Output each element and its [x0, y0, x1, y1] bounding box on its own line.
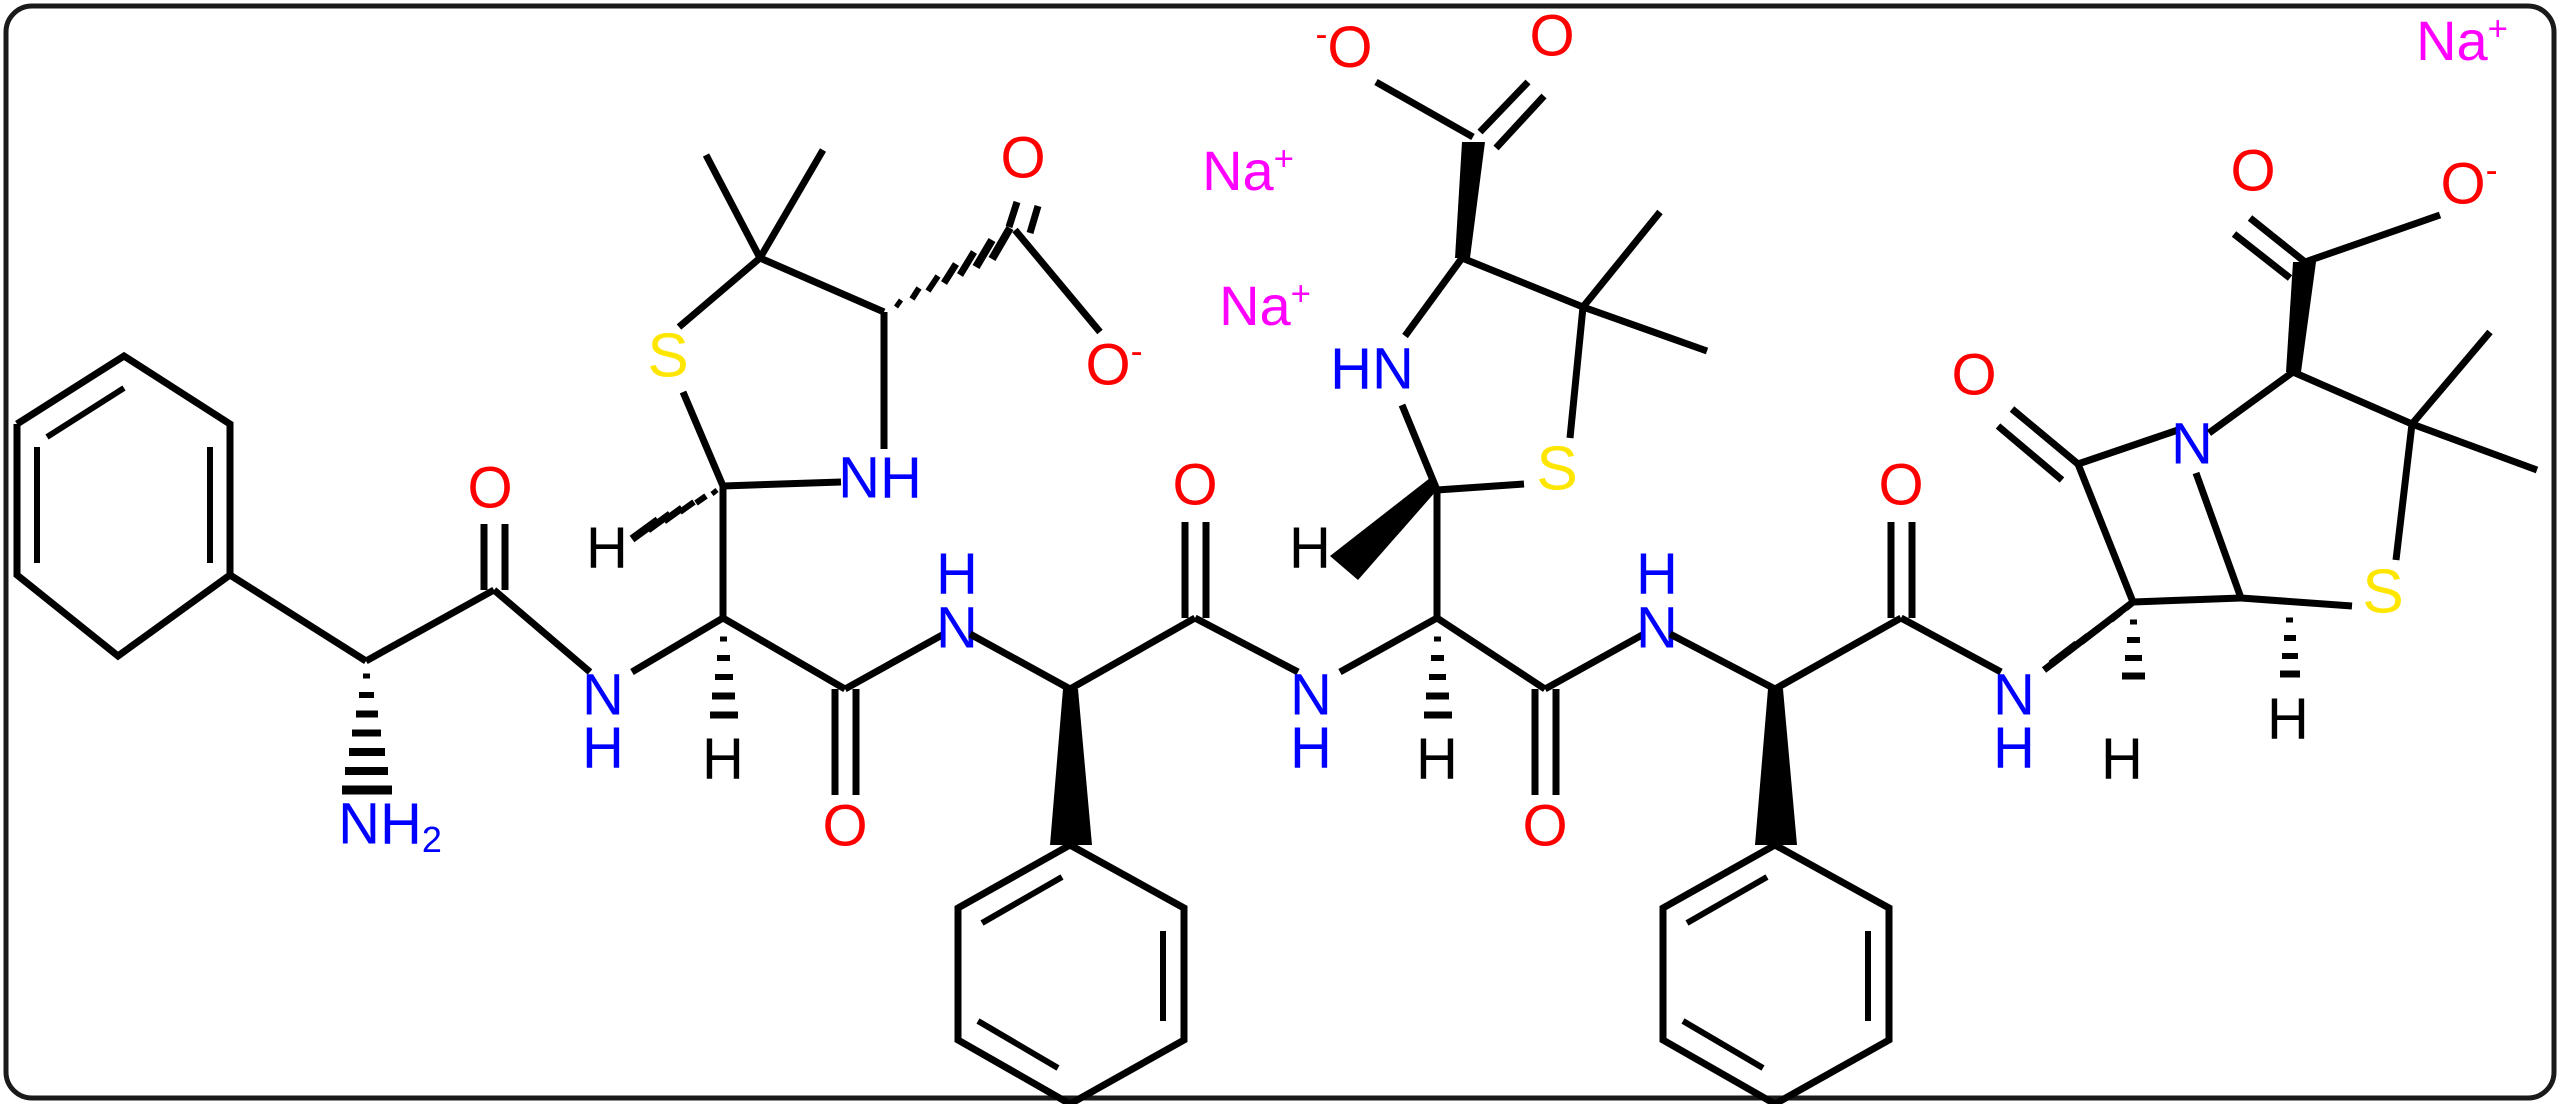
bond-c4-to-carbonyl4 — [1435, 615, 1547, 692]
bond-methyl-2b — [1581, 303, 1709, 355]
bond-c-to-o-minus-2 — [1374, 78, 1475, 141]
bond-n2-to-alphac2 — [968, 630, 1072, 693]
atom-label-n-betalactam: N — [2171, 411, 2213, 476]
bond-carbonyl2-to-n2 — [843, 630, 946, 693]
atom-label-o-carboxylate-2: -O — [1315, 13, 1372, 81]
atom-label-h-stereo-4: H — [1416, 726, 1458, 791]
atom-label-h-stereo-2: H — [702, 726, 744, 791]
double-bond-carbonyl-4 — [1531, 689, 1560, 795]
bond-n1-to-c2 — [630, 614, 725, 676]
bold-wedge-carboxylate-2 — [1455, 142, 1485, 258]
double-bond-betalactam-carbonyl — [1995, 406, 2081, 483]
bond-methyl-2a — [1580, 209, 1663, 310]
bond-c2-to-carbonyl2 — [721, 614, 847, 693]
bond-carbonyl4-to-n4 — [1543, 630, 1646, 693]
bond-alphac2-to-carbonyl3 — [1068, 614, 1197, 693]
counter-ion-na-top-right: Na+ — [2416, 9, 2508, 72]
bond-n4-to-alphac3 — [1668, 630, 1777, 693]
hashed-wedge-h-6 — [2122, 619, 2145, 680]
atom-label-o-amide-5: O — [1878, 452, 1923, 517]
penam-thiazolidine-ring — [2206, 368, 2416, 610]
atom-label-s-thiazolidine-1: S — [647, 321, 688, 390]
double-bond-carboxylate-1 — [1005, 200, 1042, 234]
atom-label-n-amide-2: N — [936, 595, 978, 660]
hashed-wedge-h-4 — [1424, 636, 1452, 719]
atom-label-o-carbonyl-1: O — [1000, 125, 1045, 190]
atom-label-hn-thiazolidine-2: HN — [1330, 336, 1414, 401]
hashed-wedge-h-penam — [2280, 617, 2300, 678]
bond-methyl-3a — [2409, 329, 2493, 427]
atom-label-h-amide-5: H — [1993, 715, 2035, 780]
double-bond-carbonyl-1 — [480, 524, 509, 590]
atom-label-nh-thiazolidine-1: NH — [838, 445, 922, 510]
bond-n5-to-c6 — [2041, 599, 2136, 673]
atom-label-h-stereo-1: H — [586, 515, 628, 580]
double-bond-carboxylate-2 — [1477, 79, 1547, 151]
atom-label-n-amide-4: N — [1636, 595, 1678, 660]
thiazolidine-ring-1 — [676, 254, 888, 490]
hashed-wedge-h-1 — [710, 636, 738, 719]
bond-alphac3-to-carbonyl5 — [1773, 614, 1903, 693]
counter-ion-na-mid-lower: Na+ — [1219, 274, 1311, 337]
atom-label-h-stereo-3: H — [1289, 515, 1331, 580]
bond-c-to-o-minus-3 — [2303, 211, 2442, 266]
bond-phenyl-to-alpha-c1 — [228, 572, 368, 664]
double-bond-carbonyl-3 — [1181, 522, 1210, 618]
beta-lactam-ring — [2074, 426, 2245, 606]
bond-n3-to-c4 — [1338, 614, 1439, 676]
atom-label-h-amide-4: H — [1636, 541, 1678, 606]
bond-methyl-1a — [702, 153, 764, 260]
bond-c-to-o-minus-1 — [1012, 227, 1103, 335]
hashed-wedge-nh2 — [342, 673, 392, 795]
bold-wedge-phenyl-right — [1755, 689, 1797, 845]
atom-label-o-amide-4: O — [1522, 793, 1567, 858]
hashed-wedge-carboxylate-1 — [893, 225, 1014, 309]
atom-label-o-carbonyl-2: O — [1529, 3, 1574, 68]
atom-label-o-carbonyl-3: O — [2230, 138, 2275, 203]
bond-carbonyl5-to-n5 — [1899, 614, 2003, 676]
bond-alphac1-to-carbonyl1 — [364, 586, 496, 665]
atom-label-o-amide-1: O — [467, 455, 512, 520]
atom-label-h-amide-2: H — [936, 541, 978, 606]
double-bond-carbonyl-5 — [1887, 522, 1916, 618]
atom-label-n-amide-5: N — [1993, 662, 2035, 727]
bond-carbonyl3-to-n3 — [1193, 614, 1300, 676]
atom-label-nh2: NH2 — [338, 791, 442, 859]
atom-label-s-penam: S — [2362, 557, 2403, 626]
atom-label-o-amide-3: O — [1172, 452, 1217, 517]
atom-label-s-thiazolidine-2: S — [1536, 434, 1577, 503]
atom-label-o-carboxylate-3: O- — [2440, 149, 2497, 217]
double-bond-carboxylate-3 — [2231, 215, 2308, 281]
phenyl-ring-mid — [954, 841, 1188, 1104]
atom-label-o-carboxylate-1: O- — [1085, 330, 1142, 398]
phenyl-ring-left — [13, 351, 234, 661]
atom-label-o-betalactam: O — [1951, 342, 1996, 407]
phenyl-ring-right — [1659, 841, 1893, 1104]
atom-label-h-amide-3: H — [1290, 715, 1332, 780]
diagram-border — [3, 3, 2557, 1101]
bond-carbonyl1-to-n1 — [491, 587, 593, 675]
atom-label-n-amide-1: N — [582, 662, 624, 727]
atom-label-o-amide-2: O — [822, 793, 867, 858]
hashed-wedge-h-ring1 — [629, 488, 719, 543]
bold-wedge-phenyl-mid — [1050, 689, 1092, 845]
atom-label-h-stereo-6: H — [2267, 686, 2309, 751]
counter-ion-na-mid-upper: Na+ — [1202, 139, 1294, 202]
atom-label-n-amide-3: N — [1290, 662, 1332, 727]
bond-methyl-3b — [2410, 420, 2539, 474]
thiazolidine-ring-2 — [1398, 254, 1587, 494]
bond-methyl-1b — [756, 148, 827, 260]
double-bond-carbonyl-2 — [831, 689, 860, 795]
bold-wedge-h-3 — [1330, 478, 1437, 580]
bold-wedge-carboxylate-3 — [2286, 262, 2316, 372]
atom-label-h-amide-1: H — [582, 715, 624, 780]
atom-label-h-stereo-5: H — [2101, 726, 2143, 791]
